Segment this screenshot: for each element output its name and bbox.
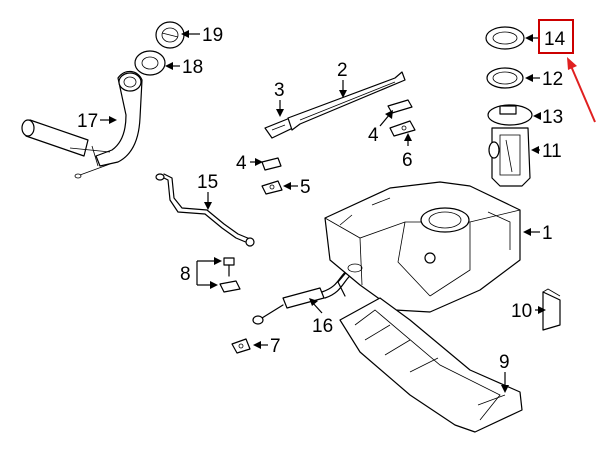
part-7-clip xyxy=(231,338,251,354)
part-8-bolt-nut xyxy=(219,257,241,293)
callout-5: 5 xyxy=(300,177,311,198)
part-4-clip-lower xyxy=(261,157,282,171)
callout-8: 8 xyxy=(180,264,191,285)
leader-lines xyxy=(100,30,546,393)
highlight-callout-14 xyxy=(538,19,596,123)
highlight-box xyxy=(538,19,574,54)
part-4-clip-upper xyxy=(387,99,413,114)
callout-7: 7 xyxy=(270,336,281,357)
callout-11: 11 xyxy=(542,141,562,162)
callout-19: 19 xyxy=(202,25,223,46)
callout-2: 2 xyxy=(337,60,348,81)
callout-18: 18 xyxy=(182,57,203,78)
part-13-pump-flange xyxy=(487,104,533,126)
callout-1: 1 xyxy=(542,223,553,244)
part-15-vent-line xyxy=(155,173,255,247)
part-9-skid-plate xyxy=(339,297,523,433)
part-5-clip xyxy=(261,180,283,195)
callout-13: 13 xyxy=(542,107,563,128)
part-10-bracket xyxy=(542,288,561,331)
callout-10: 10 xyxy=(511,301,532,322)
callout-4-lower: 4 xyxy=(236,153,247,174)
callout-17: 17 xyxy=(77,111,98,132)
highlight-arrowhead xyxy=(567,57,577,70)
callout-labels: 19 18 17 3 2 4 6 4 5 15 8 16 7 1 9 10 12… xyxy=(77,25,566,373)
callout-4-upper: 4 xyxy=(368,125,379,146)
part-17-filler-neck xyxy=(21,70,143,179)
part-19-filler-cap xyxy=(155,21,185,49)
callout-12: 12 xyxy=(542,69,563,90)
part-1-fuel-tank xyxy=(324,181,521,313)
callout-9: 9 xyxy=(499,352,510,373)
callout-14: 14 xyxy=(544,29,566,50)
part-6-clip xyxy=(389,120,416,137)
part-14-lock-ring xyxy=(485,26,525,50)
part-2-strap xyxy=(287,71,406,131)
highlight-arrow xyxy=(570,65,596,123)
callout-16: 16 xyxy=(312,316,333,337)
part-12-seal xyxy=(486,67,524,89)
callout-15: 15 xyxy=(197,172,218,193)
part-11-fuel-pump xyxy=(488,127,531,187)
part-18-seal-ring xyxy=(134,50,166,76)
callout-6: 6 xyxy=(402,150,413,171)
callout-3: 3 xyxy=(274,80,285,101)
